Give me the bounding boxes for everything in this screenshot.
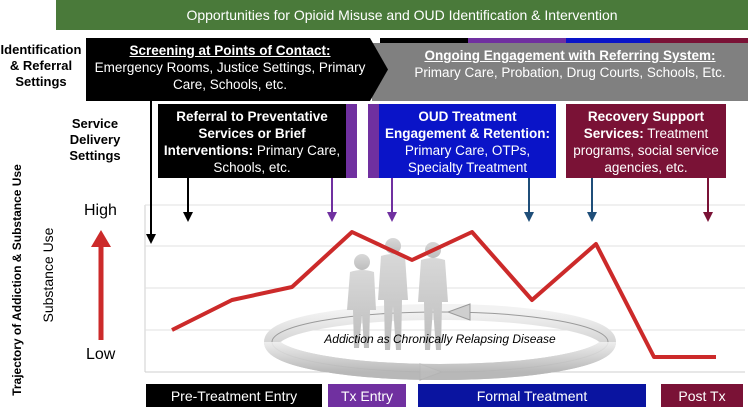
oud-accent-bar xyxy=(368,104,379,178)
recovery-support-box: Recovery Support Services: Treatment pro… xyxy=(566,104,726,178)
recovery-heading: Recovery Support Services: xyxy=(583,109,705,141)
ongoing-heading: Ongoing Engagement with Referring System… xyxy=(424,48,716,63)
oud-purple-down-arrow-icon xyxy=(387,178,397,222)
screening-box: Screening at Points of Contact: Emergenc… xyxy=(86,38,388,101)
phase-pre-treatment: Pre-Treatment Entry xyxy=(146,384,322,407)
screening-down-arrow-icon xyxy=(146,100,156,244)
screening-text: Emergency Rooms, Justice Settings, Prima… xyxy=(94,60,366,92)
ongoing-engagement-box: Ongoing Engagement with Referring System… xyxy=(372,43,748,101)
referral-heading: Referral to Preventative Services or Bri… xyxy=(163,109,328,158)
recovery-blue-down-arrow-icon xyxy=(587,178,597,222)
recovery-maroon-down-arrow-icon xyxy=(703,178,713,222)
relapse-cycle-ring-front xyxy=(264,340,616,380)
ongoing-text: Primary Care, Probation, Drug Courts, Sc… xyxy=(414,65,726,80)
phase-post-tx: Post Tx xyxy=(661,384,743,407)
service-delivery-label: Service Delivery Settings xyxy=(69,116,121,163)
identification-referral-label: Identification & Referral Settings xyxy=(0,42,82,89)
ongoing-color-strip xyxy=(380,38,748,43)
high-low-arrow-icon xyxy=(91,230,111,340)
referral-box: Referral to Preventative Services or Bri… xyxy=(158,104,346,178)
oud-treatment-box: OUD Treatment Engagement & Retention: Pr… xyxy=(379,104,556,178)
substance-use-trajectory-line xyxy=(171,230,716,359)
referral-purple-down-arrow-icon xyxy=(327,178,337,222)
oud-heading: OUD Treatment Engagement & Retention: xyxy=(384,109,550,141)
high-label: High xyxy=(84,202,117,219)
cycle-label: Addiction as Chronically Relapsing Disea… xyxy=(324,332,556,346)
screening-heading: Screening at Points of Contact: xyxy=(129,43,331,58)
phase-formal-treatment: Formal Treatment xyxy=(418,384,646,407)
referral-down-arrow-icon xyxy=(183,178,193,222)
phase-tx-entry: Tx Entry xyxy=(328,384,406,407)
oud-blue-down-arrow-icon xyxy=(524,178,534,222)
referral-accent-bar xyxy=(346,104,357,178)
referral-text: Primary Care, Schools, etc. xyxy=(213,143,341,175)
oud-text: Primary Care, OTPs, Specialty Treatment xyxy=(404,143,531,175)
recovery-text: Treatment programs, social service agenc… xyxy=(573,126,719,175)
top-banner: Opportunities for Opioid Misuse and OUD … xyxy=(56,0,748,30)
low-label: Low xyxy=(86,346,116,363)
